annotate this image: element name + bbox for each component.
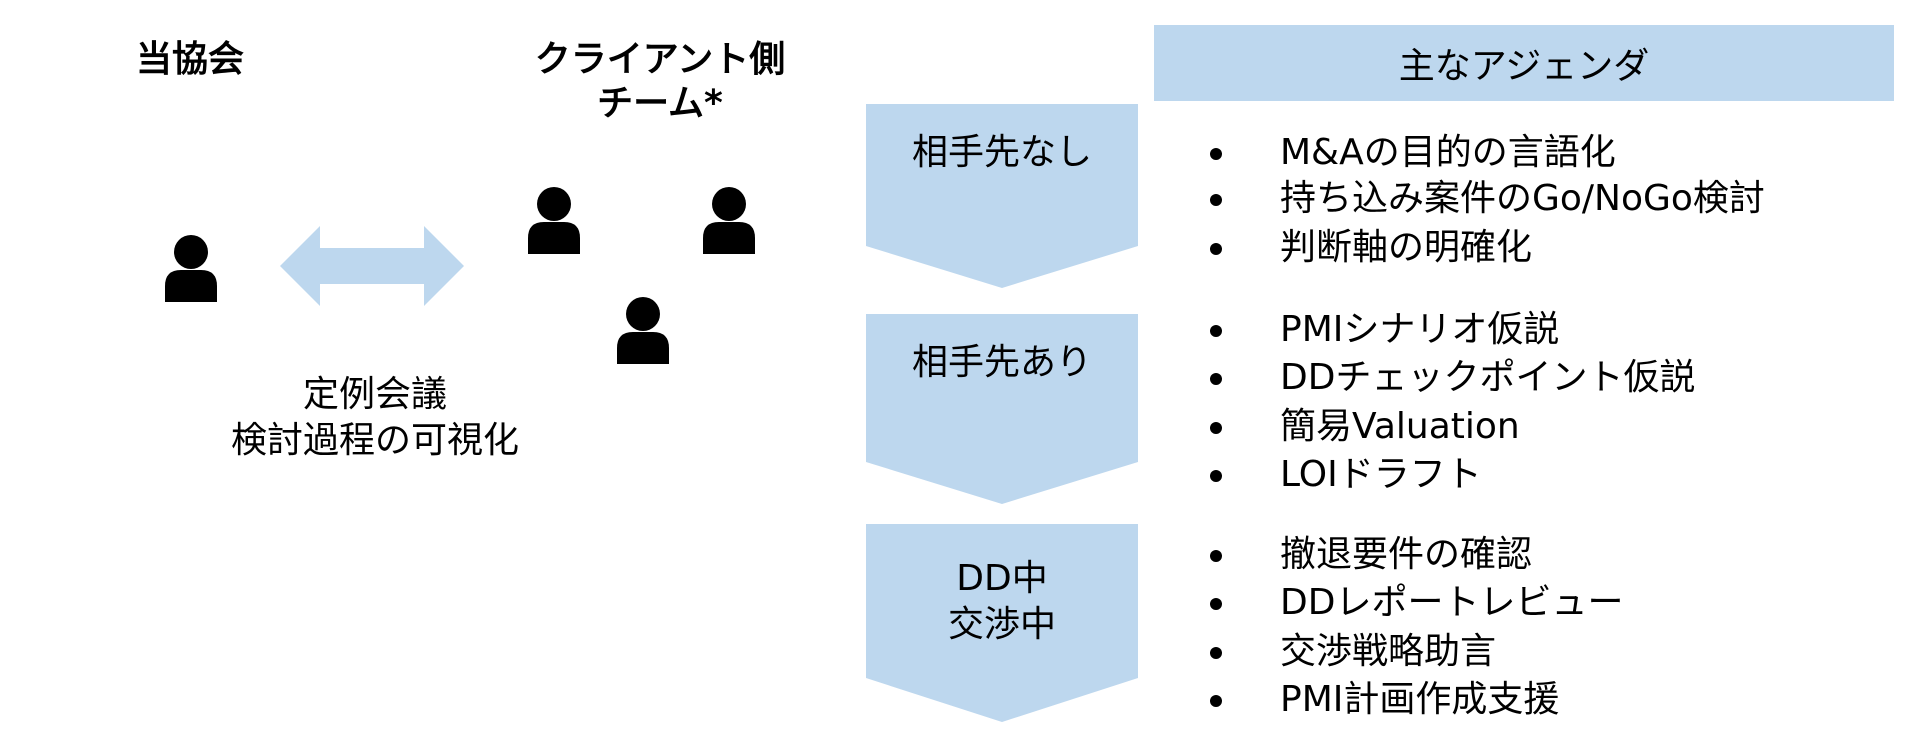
bullet-icon bbox=[1210, 373, 1222, 385]
phase-chevron: 相手先あり bbox=[866, 314, 1138, 504]
bullet-icon bbox=[1210, 647, 1222, 659]
bullet-icon bbox=[1210, 470, 1222, 482]
association-label: 当協会 bbox=[135, 39, 244, 80]
chevron-shape bbox=[866, 104, 1138, 288]
agenda-item-text: DDレポートレビュー bbox=[1280, 582, 1624, 623]
phase-chevron: 相手先なし bbox=[866, 104, 1138, 288]
client-team-label-line1: クライアント側 bbox=[534, 39, 786, 80]
chevron-shape bbox=[866, 314, 1138, 504]
agenda-item-text: PMIシナリオ仮説 bbox=[1280, 309, 1560, 350]
agenda-item-text: 撤退要件の確認 bbox=[1280, 534, 1533, 575]
bullet-icon bbox=[1210, 422, 1222, 434]
bullet-icon bbox=[1210, 598, 1222, 610]
phase-label-line: 交渉中 bbox=[947, 604, 1056, 645]
agenda-item-text: PMI計画作成支援 bbox=[1280, 679, 1560, 720]
bullet-icon bbox=[1210, 550, 1222, 562]
agenda-item-text: 持ち込み案件のGo/NoGo検討 bbox=[1280, 178, 1765, 219]
agenda-item-text: M&Aの目的の言語化 bbox=[1280, 132, 1616, 173]
person-icon bbox=[617, 297, 669, 364]
chevron-shape bbox=[866, 524, 1138, 722]
bullet-icon bbox=[1210, 243, 1222, 255]
person-icon bbox=[528, 187, 580, 254]
meeting-caption-line2: 検討過程の可視化 bbox=[230, 420, 519, 461]
phase-label: 相手先あり bbox=[866, 340, 1138, 386]
client-team-label-line2: チーム* bbox=[597, 83, 723, 124]
agenda-item-text: DDチェックポイント仮説 bbox=[1280, 357, 1696, 398]
client-team-label: クライアント側 チーム* bbox=[505, 38, 815, 126]
phase-label: 相手先なし bbox=[866, 130, 1138, 176]
bullet-icon bbox=[1210, 194, 1222, 206]
person-icon bbox=[703, 187, 755, 254]
person-icon bbox=[165, 235, 217, 302]
meeting-caption: 定例会議 検討過程の可視化 bbox=[180, 372, 570, 464]
meeting-caption-line1: 定例会議 bbox=[302, 374, 447, 415]
agenda-item-text: LOIドラフト bbox=[1280, 454, 1482, 495]
bullet-icon bbox=[1210, 148, 1222, 160]
agenda-item-text: 交渉戦略助言 bbox=[1280, 631, 1497, 672]
double-arrow-icon bbox=[280, 226, 464, 306]
bullet-icon bbox=[1210, 325, 1222, 337]
phase-label-line: 相手先なし bbox=[911, 132, 1092, 173]
agenda-header-label: 主なアジェンダ bbox=[1398, 46, 1650, 87]
agenda-item-text: 簡易Valuation bbox=[1280, 406, 1520, 447]
phase-label-line: 相手先あり bbox=[911, 342, 1092, 383]
phase-label-line: DD中 bbox=[956, 558, 1048, 599]
agenda-item-text: 判断軸の明確化 bbox=[1280, 227, 1533, 268]
phase-label: DD中 交渉中 bbox=[866, 556, 1138, 648]
agenda-header: 主なアジェンダ bbox=[1154, 25, 1894, 101]
bullet-icon bbox=[1210, 695, 1222, 707]
phase-chevron: DD中 交渉中 bbox=[866, 524, 1138, 722]
